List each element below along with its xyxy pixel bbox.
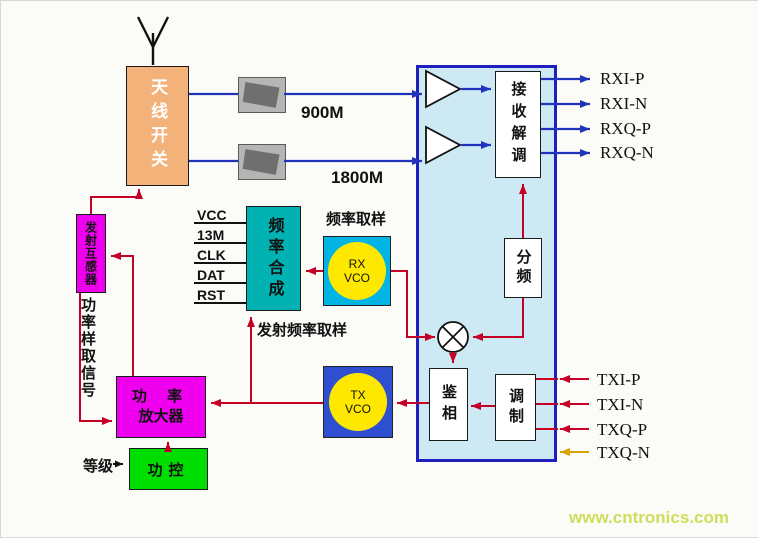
port-label-txi-p: TXI-P xyxy=(597,370,641,389)
port-label-rxq-p: RXQ-P xyxy=(600,119,652,138)
frequency-divider-label: 分频 xyxy=(514,249,532,287)
modulator-box: 调制 xyxy=(495,374,536,441)
tx-coupler-box: 发射互感器 xyxy=(76,214,106,293)
power-amplifier-box: 功 率 放大器 xyxy=(116,376,206,438)
tx-vco-block: TX VCO xyxy=(323,366,393,438)
saw-filter-icon xyxy=(238,144,286,180)
pin-label-vcc: VCC xyxy=(197,207,227,223)
power-amplifier-label-line2: 放大器 xyxy=(138,408,184,425)
modulator-label: 调制 xyxy=(507,387,524,428)
antenna-switch-label: 天线开关 xyxy=(148,78,167,174)
power-amplifier-label-line1: 功 率 xyxy=(131,387,191,405)
saw-filter-icon xyxy=(238,77,286,113)
antenna-switch-box: 天线开关 xyxy=(126,66,189,186)
rx-demodulator-label: 接收解调 xyxy=(509,80,527,169)
tx-vco-circle: TX VCO xyxy=(329,373,387,431)
freq-sample-label: 频率取样 xyxy=(326,211,387,228)
band-label-900m: 900M xyxy=(301,103,344,122)
rx-vco-circle: RX VCO xyxy=(328,242,386,300)
port-label-txq-p: TXQ-P xyxy=(597,420,648,439)
level-label: 等级 xyxy=(83,458,114,475)
tx-coupler-label: 发射互感器 xyxy=(83,221,98,286)
power-control-box: 功控 xyxy=(129,448,208,490)
pin-label-clk: CLK xyxy=(197,247,226,263)
tx-freq-sample-label: 发射频率取样 xyxy=(257,322,348,339)
pin-label-rst: RST xyxy=(197,287,225,303)
saw-filter-face xyxy=(242,149,280,175)
frequency-divider-box: 分频 xyxy=(504,238,542,298)
band-label-1800m: 1800M xyxy=(331,168,383,187)
port-label-txi-n: TXI-N xyxy=(597,395,644,414)
phase-detector-label: 鉴相 xyxy=(440,383,457,426)
pin-label-dat: DAT xyxy=(197,267,225,283)
frequency-synthesizer-label: 频率合成 xyxy=(265,216,283,301)
power-sample-signal-label: 功率样取信号 xyxy=(79,297,96,399)
pin-label-13m: 13M xyxy=(197,227,225,243)
port-label-rxi-p: RXI-P xyxy=(600,69,645,88)
port-label-rxi-n: RXI-N xyxy=(600,94,648,113)
watermark-text: www.cntronics.com xyxy=(569,508,729,527)
frequency-synthesizer-box: 频率合成 xyxy=(246,206,301,311)
rx-demodulator-box: 接收解调 xyxy=(495,71,541,178)
antenna-icon xyxy=(136,16,170,65)
port-label-rxq-n: RXQ-N xyxy=(600,143,654,162)
phase-detector-box: 鉴相 xyxy=(429,368,468,441)
power-control-label: 功控 xyxy=(147,461,190,479)
port-label-txq-n: TXQ-N xyxy=(597,443,650,462)
saw-filter-face xyxy=(242,82,280,108)
rx-vco-block: RX VCO xyxy=(323,236,391,306)
